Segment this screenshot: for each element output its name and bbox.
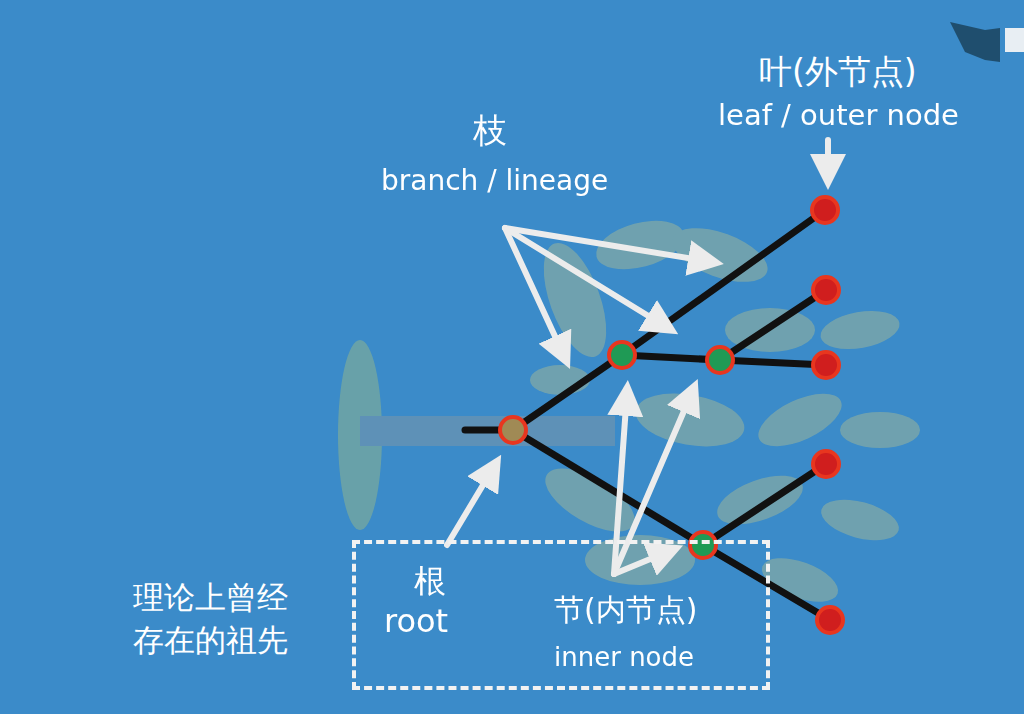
term-english: branch / lineage xyxy=(381,164,608,198)
corner-icon xyxy=(1005,28,1024,52)
term-chinese: 枝 xyxy=(473,110,507,151)
term-english: inner node xyxy=(554,642,694,673)
annotation-text: 理论上曾经 存在的祖先 xyxy=(108,576,288,663)
tree-nodes xyxy=(500,197,843,633)
term-chinese: 根 xyxy=(414,562,446,600)
term-chinese: 节(内节点) xyxy=(554,592,697,628)
term-english: leaf / outer node xyxy=(718,98,959,133)
foliage xyxy=(338,212,920,610)
dashed-group-box: 理论上曾经 存在的祖先根root节(内节点)inner node xyxy=(352,540,770,690)
corner-icon xyxy=(950,22,1000,62)
term-english: root xyxy=(384,602,448,640)
tree-branches xyxy=(465,210,830,620)
callout-arrows xyxy=(447,140,828,574)
term-chinese: 叶(外节点) xyxy=(759,52,917,92)
